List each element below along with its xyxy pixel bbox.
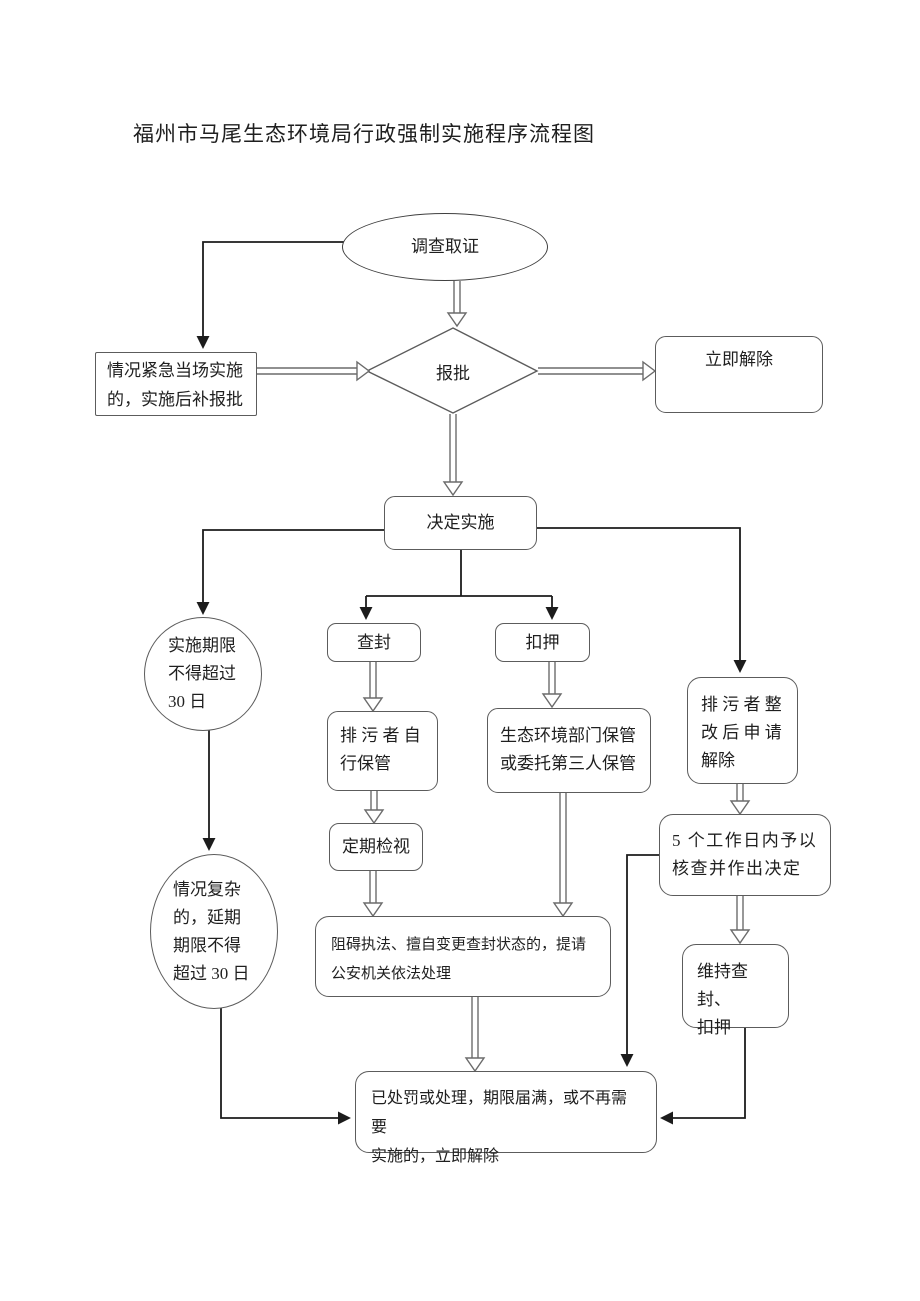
edge-deptkeep-to-obstruct [552, 793, 574, 918]
edge-approval-to-release [538, 360, 657, 382]
node-decide: 决定实施 [384, 496, 537, 550]
node-obstruct: 阻碍执法、擅自变更查封状态的，提请 公安机关依法处理 [315, 916, 611, 997]
edge-rectify-to-verify5 [729, 784, 751, 816]
node-verify-5-days: 5 个工作日内予以 核查并作出决定 [659, 814, 831, 896]
edge-approval-to-decide [442, 414, 464, 497]
node-investigate: 调查取证 [342, 213, 548, 281]
node-self-keep: 排 污 者 自 行保管 [327, 711, 438, 791]
node-dept-keep: 生态环境部门保管 或委托第三人保管 [487, 708, 651, 793]
edge-verify5-to-maintain [729, 896, 751, 945]
node-urgent: 情况紧急当场实施 的，实施后补报批 [95, 352, 257, 416]
edge-investigate-to-approval [446, 281, 468, 328]
edge-complex-to-final [220, 1008, 351, 1125]
solid-connectors [196, 241, 747, 1125]
node-inspect: 定期检视 [329, 823, 423, 871]
node-complex-delay: 情况复杂 的，延期 期限不得 超过 30 日 [150, 854, 278, 1009]
edge-maintain-to-final [660, 1027, 746, 1125]
edge-selfkeep-to-inspect [363, 791, 385, 825]
decision-diamond [365, 327, 539, 414]
node-final-release: 已处罚或处理，期限届满，或不再需要 实施的，立即解除 [355, 1071, 657, 1165]
edge-urgent-to-approval [257, 360, 371, 382]
hollow-connectors [257, 281, 751, 1073]
edge-detain-to-deptkeep [541, 662, 563, 709]
node-seal: 查封 [327, 623, 421, 662]
edge-decide-to-limit30 [196, 529, 384, 615]
node-rectify: 排 污 者 整 改 后 申 请 解除 [687, 677, 798, 784]
edge-verify5-to-final [620, 854, 659, 1067]
edge-obstruct-to-final [464, 997, 486, 1073]
edge-seal-to-selfkeep [362, 662, 384, 713]
node-limit-30-days: 实施期限 不得超过 30 日 [144, 617, 262, 731]
node-maintain: 维持查封、 扣押 [682, 944, 789, 1037]
page-title: 福州市马尾生态环境局行政强制实施程序流程图 [133, 122, 595, 146]
node-release-now: 立即解除 [655, 336, 823, 413]
edge-investigate-to-urgent [196, 241, 345, 349]
node-approval: 报批 [436, 363, 470, 383]
edge-decide-branch-stem [366, 550, 552, 597]
node-detain: 扣押 [495, 623, 590, 662]
edge-decide-to-rectify [537, 527, 747, 673]
edge-inspect-to-obstruct [362, 871, 384, 918]
